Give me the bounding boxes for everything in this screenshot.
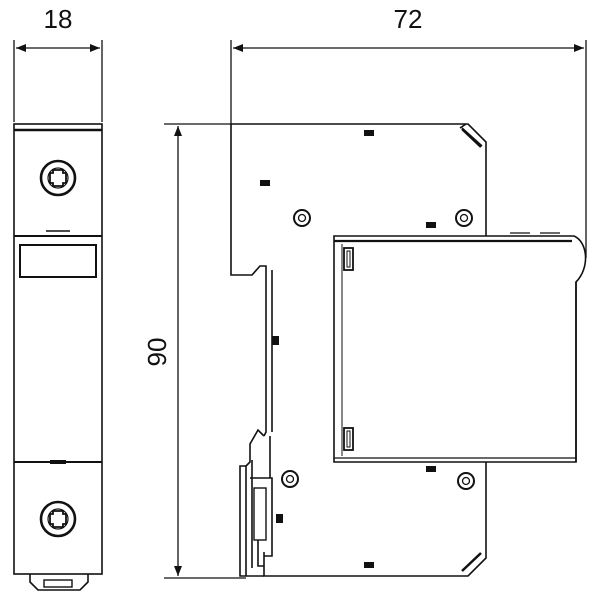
plug-in-module xyxy=(333,232,587,463)
dimension-label-90: 90 xyxy=(142,338,172,367)
housing-markers xyxy=(260,130,436,568)
side-screw-top-left xyxy=(293,209,311,227)
side-screw-top-right xyxy=(455,209,473,227)
side-screw-bottom-right xyxy=(457,472,475,490)
dimension-label-72: 72 xyxy=(394,4,423,34)
front-view xyxy=(13,123,103,591)
terminal-screw-bottom xyxy=(39,500,77,538)
terminal-screw-top xyxy=(39,159,77,197)
side-view xyxy=(230,123,487,577)
dimension-label-18: 18 xyxy=(44,4,73,34)
side-screw-bottom-left xyxy=(281,470,299,488)
dimension-height xyxy=(164,123,246,579)
dimension-width-front xyxy=(13,40,103,122)
dimension-width-side xyxy=(230,40,587,258)
